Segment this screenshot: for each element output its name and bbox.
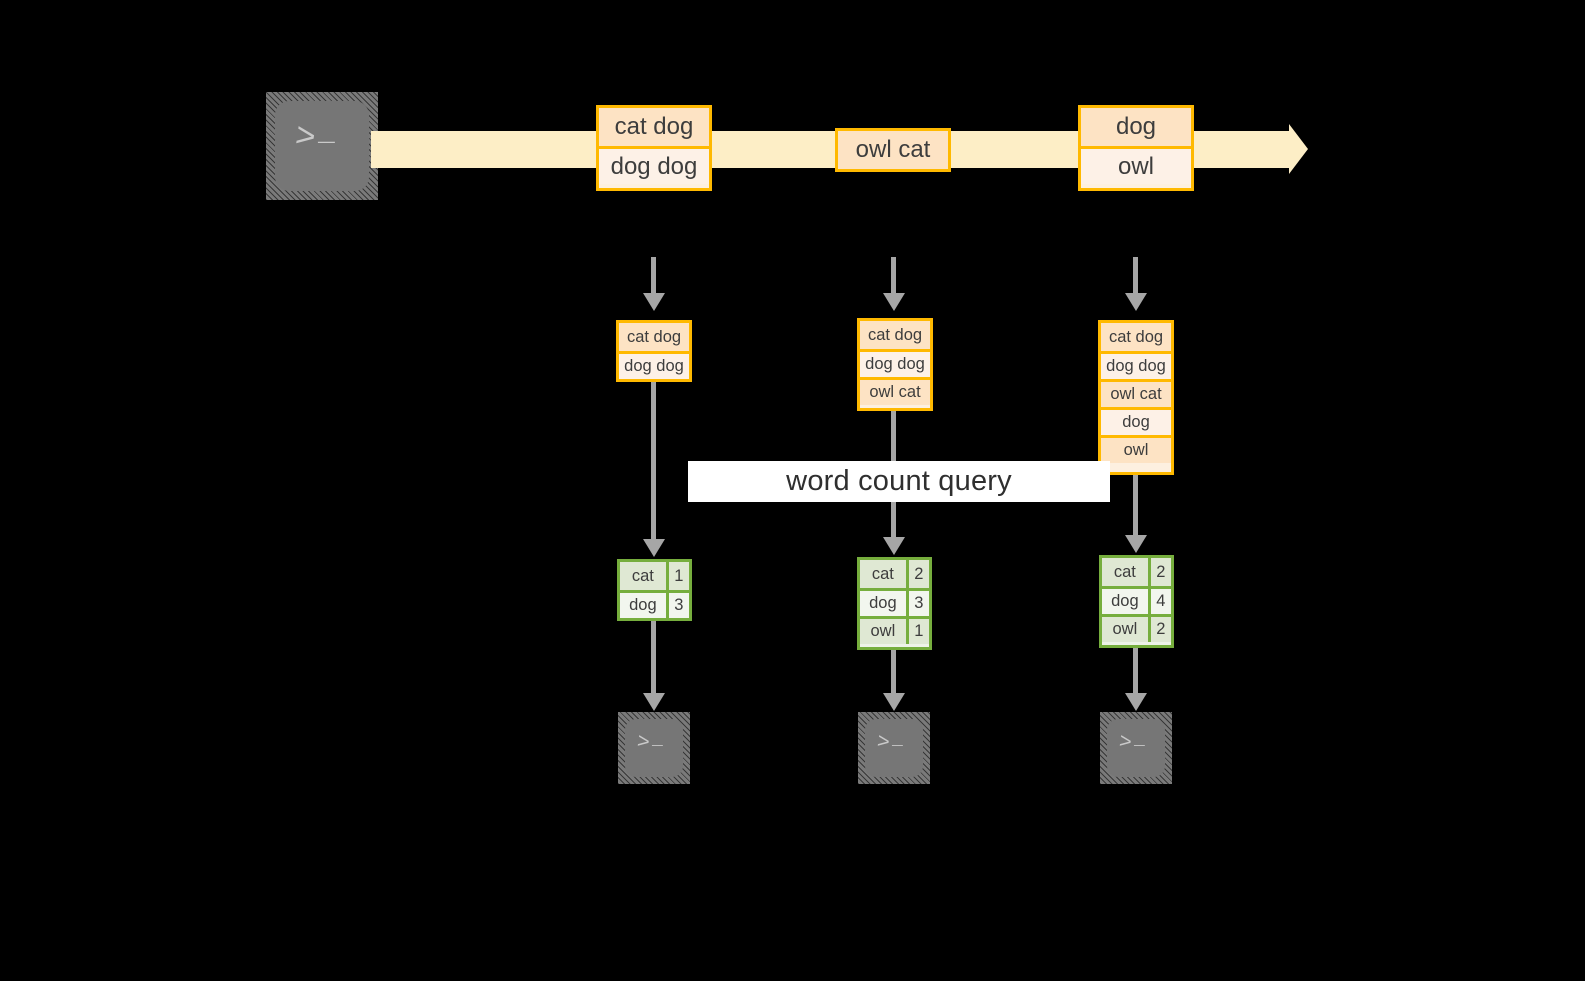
- query-arrowhead-3: [1125, 535, 1147, 553]
- stream-record-group-3: dog owl: [1078, 105, 1194, 191]
- stream-record: owl: [1081, 146, 1191, 184]
- snapshot-row: dog dog: [619, 351, 689, 379]
- result-row: dog 3: [860, 588, 929, 616]
- terminal-screen: [1107, 719, 1165, 777]
- result-count: 1: [905, 619, 929, 644]
- snapshot-box-2: cat dog dog dog owl cat: [857, 318, 933, 411]
- snapshot-box-1: cat dog dog dog: [616, 320, 692, 382]
- snapshot-row: cat dog: [860, 321, 930, 349]
- snapshot-row: dog: [1101, 407, 1171, 435]
- feed-arrowhead-3: [1125, 293, 1147, 311]
- result-table-1: cat 1 dog 3: [617, 559, 692, 621]
- result-word: dog: [620, 593, 666, 618]
- sink-terminal-icon-1: > _: [618, 712, 690, 784]
- sink-line-2: [891, 650, 896, 693]
- result-count: 2: [905, 560, 929, 588]
- result-word: cat: [620, 562, 666, 590]
- terminal-cursor-glyph: _: [1134, 730, 1145, 750]
- sink-arrowhead-3: [1125, 693, 1147, 711]
- result-count: 3: [665, 593, 689, 618]
- feed-line-2: [891, 257, 896, 293]
- result-count: 2: [1147, 558, 1171, 586]
- stream-record: cat dog: [599, 108, 709, 146]
- query-arrowhead-2: [883, 537, 905, 555]
- sink-line-3: [1133, 648, 1138, 693]
- terminal-screen: [275, 101, 369, 191]
- stream-record: dog: [1081, 108, 1191, 146]
- snapshot-row: dog dog: [1101, 351, 1171, 379]
- snapshot-row: owl: [1101, 435, 1171, 463]
- result-count: 4: [1147, 589, 1171, 614]
- snapshot-row: dog dog: [860, 349, 930, 377]
- result-word: cat: [860, 560, 906, 588]
- feed-arrowhead-1: [643, 293, 665, 311]
- terminal-screen: [625, 719, 683, 777]
- snapshot-row: owl cat: [1101, 379, 1171, 407]
- result-row: cat 1: [620, 562, 689, 590]
- result-row: dog 4: [1102, 586, 1171, 614]
- result-count: 1: [665, 562, 689, 590]
- query-line-1: [651, 382, 656, 539]
- result-word: dog: [860, 591, 906, 616]
- sink-arrowhead-1: [643, 693, 665, 711]
- result-row: owl 1: [860, 616, 929, 644]
- result-word: owl: [860, 619, 906, 644]
- query-arrowhead-1: [643, 539, 665, 557]
- result-word: cat: [1102, 558, 1148, 586]
- result-word: dog: [1102, 589, 1148, 614]
- feed-line-1: [651, 257, 656, 293]
- result-table-3: cat 2 dog 4 owl 2: [1099, 555, 1174, 648]
- result-word: owl: [1102, 617, 1148, 642]
- terminal-cursor-glyph: _: [652, 730, 663, 750]
- sink-terminal-icon-3: > _: [1100, 712, 1172, 784]
- snapshot-row: cat dog: [619, 323, 689, 351]
- query-label: word count query: [786, 465, 1012, 497]
- terminal-cursor-glyph: _: [892, 730, 903, 750]
- result-count: 3: [905, 591, 929, 616]
- terminal-screen: [865, 719, 923, 777]
- stream-record-group-1: cat dog dog dog: [596, 105, 712, 191]
- stream-banner-arrowhead: [1289, 124, 1308, 174]
- feed-line-3: [1133, 257, 1138, 293]
- result-count: 2: [1147, 617, 1171, 642]
- result-row: cat 2: [860, 560, 929, 588]
- stream-record-group-2: owl cat: [835, 128, 951, 172]
- result-table-2: cat 2 dog 3 owl 1: [857, 557, 932, 650]
- terminal-cursor-glyph: _: [318, 118, 335, 149]
- sink-arrowhead-2: [883, 693, 905, 711]
- result-row: cat 2: [1102, 558, 1171, 586]
- source-terminal-icon: > _: [266, 92, 378, 200]
- snapshot-box-3: cat dog dog dog owl cat dog owl: [1098, 320, 1174, 475]
- stream-record: owl cat: [838, 131, 948, 169]
- result-row: owl 2: [1102, 614, 1171, 642]
- result-row: dog 3: [620, 590, 689, 618]
- query-line-3: [1133, 475, 1138, 535]
- snapshot-row: cat dog: [1101, 323, 1171, 351]
- sink-line-1: [651, 621, 656, 693]
- snapshot-row: owl cat: [860, 377, 930, 405]
- sink-terminal-icon-2: > _: [858, 712, 930, 784]
- query-label-band: word count query: [688, 461, 1110, 502]
- stream-record: dog dog: [599, 146, 709, 184]
- feed-arrowhead-2: [883, 293, 905, 311]
